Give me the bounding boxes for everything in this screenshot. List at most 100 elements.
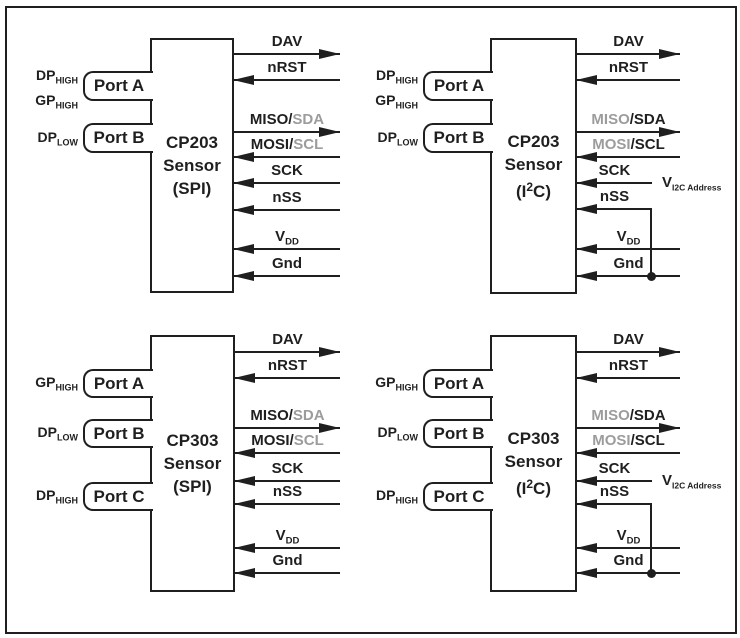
- signal-line-miso-sda: [577, 427, 680, 430]
- text-part: CP303: [166, 431, 219, 450]
- signal-label-gnd: Gnd: [242, 254, 332, 274]
- arrow-right-icon: [319, 422, 340, 433]
- text-part: DD: [285, 236, 299, 248]
- signal-label-sck: SCK: [585, 459, 644, 479]
- port-label: Port B: [93, 423, 145, 443]
- text-part: CP303: [507, 429, 560, 448]
- port-label: Port B: [93, 128, 145, 147]
- signal-label-vdd: VDD: [585, 227, 672, 253]
- port-pin-label: DPLOW: [378, 423, 418, 448]
- arrow-left-icon: [234, 567, 255, 578]
- text-part: V: [662, 174, 673, 191]
- signal-line-gnd: [234, 275, 340, 278]
- signal-label-dav: DAV: [585, 330, 672, 350]
- port-pin-label-row: GPHIGH: [375, 91, 418, 116]
- arrow-left-icon: [576, 498, 597, 509]
- signal-line-nss: [234, 209, 340, 212]
- text-part: SCL: [293, 136, 324, 153]
- text-part: HIGH: [395, 75, 419, 86]
- block-title-line: (I2C): [505, 473, 563, 500]
- i2c-address-label: VI2C Address: [662, 471, 721, 496]
- signal-label-sck: SCK: [243, 459, 332, 479]
- arrow-left-icon: [233, 270, 254, 281]
- text-part: DP: [37, 128, 57, 145]
- signal-line-vdd: [577, 248, 680, 251]
- text-part: nRST: [267, 357, 308, 374]
- block-title-line: (I2C): [505, 176, 563, 203]
- port-pin-label-row: DPLOW: [378, 423, 418, 448]
- text-part: DP: [36, 487, 56, 503]
- text-part: DD: [626, 236, 641, 248]
- block-title-line: (SPI): [164, 475, 222, 498]
- arrow-left-icon: [576, 372, 597, 383]
- signal-label-gnd: Gnd: [585, 254, 672, 274]
- arrow-left-icon: [576, 243, 597, 254]
- arrow-left-icon: [576, 475, 597, 486]
- arrow-left-icon: [233, 243, 254, 254]
- text-part: nRST: [267, 59, 307, 76]
- arrow-left-icon: [576, 203, 597, 214]
- port-box-port-b: Port B: [423, 123, 493, 153]
- signal-line-sck: [577, 480, 652, 483]
- nss-ground-tie-line: [650, 504, 653, 574]
- port-label: Port B: [433, 423, 485, 443]
- text-part: 2: [526, 179, 534, 194]
- text-part: DP: [36, 67, 56, 83]
- text-part: DP: [376, 487, 396, 503]
- text-part: V: [275, 228, 286, 245]
- arrow-left-icon: [576, 151, 597, 162]
- text-part: DAV: [613, 331, 644, 348]
- port-pin-label: DPLOW: [38, 128, 78, 153]
- text-part: I2C Address: [672, 182, 722, 193]
- text-part: V: [275, 527, 286, 544]
- signal-label-vdd: VDD: [242, 227, 332, 253]
- arrow-left-icon: [234, 372, 255, 383]
- block-title-line: CP303: [505, 427, 563, 450]
- text-part: LOW: [397, 137, 418, 147]
- signal-label-nrst: nRST: [585, 58, 672, 78]
- arrow-right-icon: [659, 48, 680, 59]
- signal-line-nrst: [235, 377, 340, 380]
- text-part: /SCL: [630, 432, 665, 449]
- arrow-left-icon: [233, 204, 254, 215]
- port-pin-label-row: DPLOW: [38, 128, 78, 153]
- text-part: (SPI): [173, 477, 212, 496]
- text-part: GP: [375, 91, 396, 108]
- signal-label-nss: nSS: [243, 482, 332, 502]
- signal-line-gnd: [577, 572, 680, 575]
- text-part: Gnd: [613, 255, 644, 272]
- port-box-port-c: Port C: [83, 482, 153, 511]
- junction-dot: [647, 568, 656, 578]
- signal-label-mosi-scl: MOSI/SCL: [242, 135, 332, 155]
- signal-label-gnd: Gnd: [585, 551, 672, 571]
- text-part: Sensor: [504, 154, 563, 174]
- port-box-port-c: Port C: [423, 482, 493, 511]
- arrow-right-icon: [319, 126, 340, 137]
- text-part: Sensor: [163, 156, 221, 175]
- text-part: LOW: [57, 137, 78, 147]
- port-box-port-b: Port B: [83, 123, 153, 153]
- port-label: Port A: [433, 373, 485, 393]
- arrow-right-icon: [659, 126, 680, 137]
- signal-label-nss: nSS: [585, 187, 644, 207]
- text-part: 2: [526, 477, 534, 491]
- text-part: SCK: [598, 460, 631, 477]
- signal-line-miso-sda: [235, 427, 340, 430]
- signal-line-mosi-scl: [234, 156, 340, 159]
- port-box-port-a: Port A: [423, 71, 493, 101]
- arrow-left-icon: [234, 447, 255, 458]
- text-part: DP: [376, 67, 396, 83]
- signal-line-sck: [234, 182, 340, 185]
- text-part: DD: [626, 535, 641, 547]
- port-box-port-a: Port A: [83, 369, 153, 398]
- junction-dot: [647, 271, 656, 281]
- signal-label-dav: DAV: [243, 330, 332, 350]
- arrow-right-icon: [659, 346, 680, 357]
- text-part: HIGH: [55, 100, 79, 110]
- text-part: nSS: [599, 188, 630, 205]
- signal-label-nss: nSS: [242, 188, 332, 208]
- signal-label-sck: SCK: [242, 161, 332, 181]
- port-pin-label-row: GPHIGH: [375, 373, 418, 398]
